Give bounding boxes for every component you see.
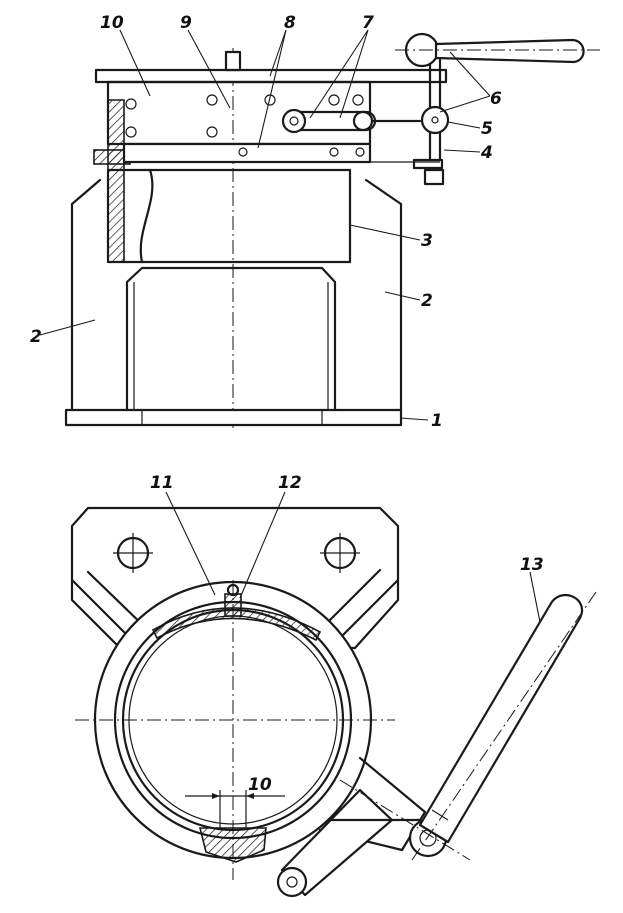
callout-6: 6 (490, 89, 502, 109)
clamp-ring-cylinder (106, 168, 352, 264)
center-pin (224, 50, 242, 72)
mounting-holes (125, 94, 365, 157)
bracket-plate (70, 506, 400, 650)
clamp-screw (370, 58, 450, 186)
callout-4: 4 (480, 143, 493, 163)
callout-labels: 10 9 8 7 6 5 4 3 2 2 1 11 12 13 10 (30, 13, 544, 795)
callout-5: 5 (481, 119, 493, 139)
callout-3: 3 (421, 231, 433, 251)
dimension-10-label: 10 (248, 775, 272, 795)
top-handle (395, 32, 600, 68)
callout-9: 9 (180, 13, 192, 33)
base-plate (64, 408, 403, 427)
toggle-link (281, 108, 422, 134)
callout-2-left: 2 (30, 327, 42, 347)
callout-12: 12 (278, 473, 302, 493)
plan-view (70, 506, 597, 898)
callout-7: 7 (362, 13, 374, 33)
callout-2-right: 2 (421, 291, 433, 311)
callout-8: 8 (284, 13, 296, 33)
gap-dimension (185, 790, 285, 828)
callout-13: 13 (520, 555, 544, 575)
callout-10: 10 (100, 13, 124, 33)
cylinder-break-line (139, 168, 154, 264)
leader-lines (39, 29, 541, 623)
body-inner-window (125, 266, 337, 412)
body-housing (70, 178, 403, 412)
lever-handle (411, 591, 597, 861)
elevation-view (64, 32, 600, 432)
toothed-segment (151, 607, 322, 642)
callout-11: 11 (150, 473, 174, 493)
section-hatching (107, 99, 125, 263)
callout-1: 1 (431, 411, 443, 431)
